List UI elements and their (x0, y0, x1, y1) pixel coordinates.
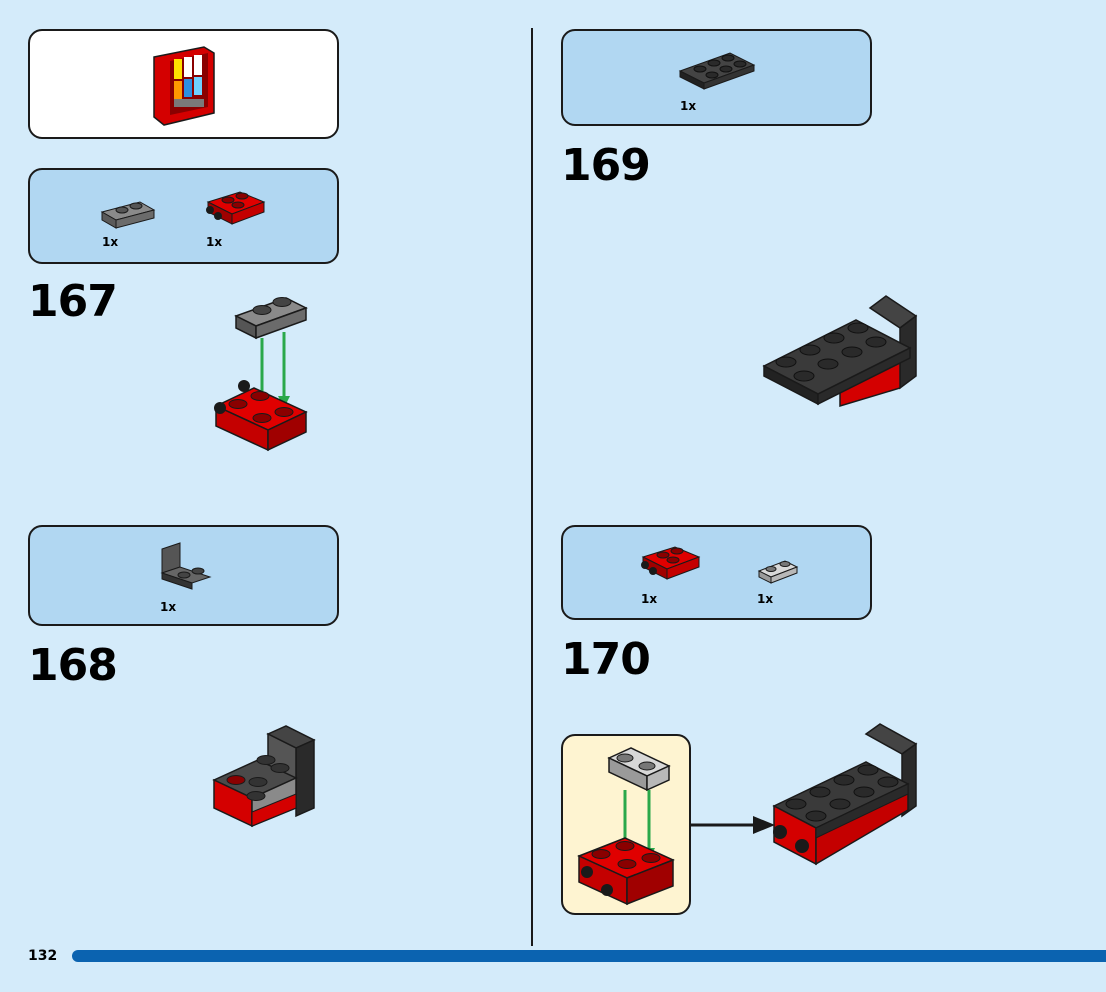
step-170-number: 170 (561, 634, 651, 685)
attach-arrow (691, 816, 775, 834)
cabinet-model-icon (153, 46, 215, 126)
column-divider (531, 28, 533, 946)
step-169-number: 169 (561, 140, 651, 191)
light-gray-plate-icon (757, 560, 799, 584)
step-170-part-2-qty: 1x (757, 592, 774, 606)
submodel-callout (28, 29, 339, 139)
step-167-number: 167 (28, 276, 118, 327)
step-169-part-1-qty: 1x (680, 99, 697, 113)
page-number: 132 (28, 948, 58, 964)
red-wheel-plate-icon (641, 546, 701, 580)
step-170-subassembly-callout (561, 734, 691, 915)
step-170-build-illustration (772, 723, 918, 866)
black-plate-icon (678, 52, 756, 90)
step-167-build-illustration (214, 297, 308, 452)
step-169-parts-list: 1x (561, 29, 872, 126)
step-168-parts-list: 1x (28, 525, 339, 626)
footer-bar (72, 950, 1106, 962)
step-167-part-1-qty: 1x (102, 235, 119, 249)
black-bracket-icon (160, 542, 212, 590)
step-170-part-1-qty: 1x (641, 592, 658, 606)
step-168-number: 168 (28, 640, 118, 691)
step-167-parts-list: 1x 1x (28, 168, 339, 264)
dark-gray-plate-icon (100, 201, 156, 229)
step-167-part-2-qty: 1x (206, 235, 223, 249)
red-wheel-plate-icon (206, 191, 266, 225)
step-169-build-illustration (762, 295, 918, 408)
step-168-build-illustration (212, 725, 316, 828)
step-170-parts-list: 1x 1x (561, 525, 872, 620)
subassembly-illustration (577, 747, 675, 906)
step-168-part-1-qty: 1x (160, 600, 177, 614)
